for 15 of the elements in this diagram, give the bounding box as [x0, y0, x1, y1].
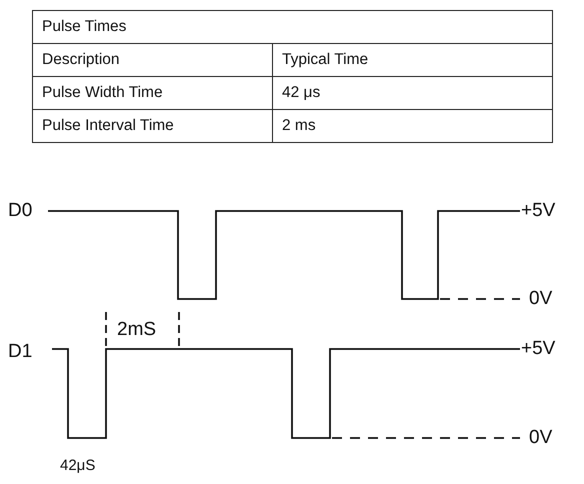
table-cell: Typical Time	[272, 44, 552, 76]
pulse-width-label: 42μS	[60, 458, 96, 473]
signal-name: D0	[8, 200, 32, 220]
voltage-level-label: 0V	[529, 428, 552, 447]
signal-name: D1	[8, 342, 32, 361]
table-cell: 2 ms	[272, 110, 552, 142]
table-cell: Pulse Interval Time	[32, 110, 272, 142]
interval-label: 2mS	[117, 320, 156, 339]
table-cell: 42 μs	[272, 76, 552, 110]
table-cell: Description	[32, 44, 272, 76]
voltage-level-label: 0V	[529, 288, 552, 308]
table-cell: Pulse Width Time	[32, 76, 272, 110]
voltage-level-label: +5V	[521, 200, 556, 220]
voltage-level-label: +5V	[521, 338, 556, 358]
table-header-cell: Pulse Times	[32, 10, 552, 44]
